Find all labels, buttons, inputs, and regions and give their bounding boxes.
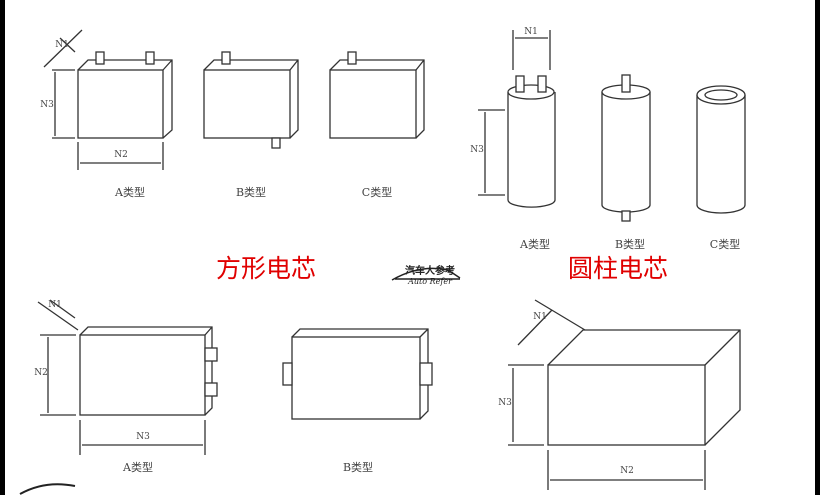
dim-n2: N2 [114,150,128,160]
block-dim-n3: N3 [498,398,512,408]
logo-en: Auto Refer [408,277,452,286]
battery-cell-diagram: N1 N2 N3 A类型 B类型 C类型 方形电芯 N1 N3 A类型 B类型 … [5,0,815,495]
prismatic-c-label: C类型 [361,186,393,199]
cylinder-c-cell [696,85,746,214]
car-logo-icon [391,267,461,281]
dim-n3: N3 [40,100,54,110]
pouch-b-label: B类型 [342,461,374,474]
prismatic-a-cell [43,29,173,170]
cylindrical-title: 圆柱电芯 [567,254,669,283]
block-dim-n2: N2 [620,466,634,476]
cyl-dim-n1: N1 [524,27,538,37]
cylinder-c-label: C类型 [709,238,741,251]
pouch-a-cell [37,299,218,455]
cylinder-a-label: A类型 [520,238,550,251]
prismatic-b-label: B类型 [235,186,267,199]
diagram-drawing [19,29,746,495]
pouch-b-cell [282,328,433,420]
prismatic-c-cell [329,51,425,139]
block-cell [508,299,741,490]
pouch-dim-n3: N3 [136,432,150,442]
pouch-dim-n1: N1 [48,300,62,310]
auto-refer-logo: 汽车人参考 Auto Refer [390,262,470,286]
pouch-a-label: A类型 [123,461,153,474]
prismatic-a-label: A类型 [115,186,145,199]
prismatic-title: 方形电芯 [215,254,317,283]
car-logo-bottom-icon [19,483,76,495]
block-dim-n1: N1 [533,312,547,322]
pouch-dim-n2: N2 [34,368,48,378]
logo-cn: 汽车人参考 [405,266,455,277]
cylinder-b-cell [601,74,651,222]
dim-n1: N1 [55,40,69,50]
cylinder-a-cell [478,30,556,208]
prismatic-b-cell [203,51,299,149]
cyl-dim-n3: N3 [470,145,484,155]
cylinder-b-label: B类型 [614,238,646,251]
